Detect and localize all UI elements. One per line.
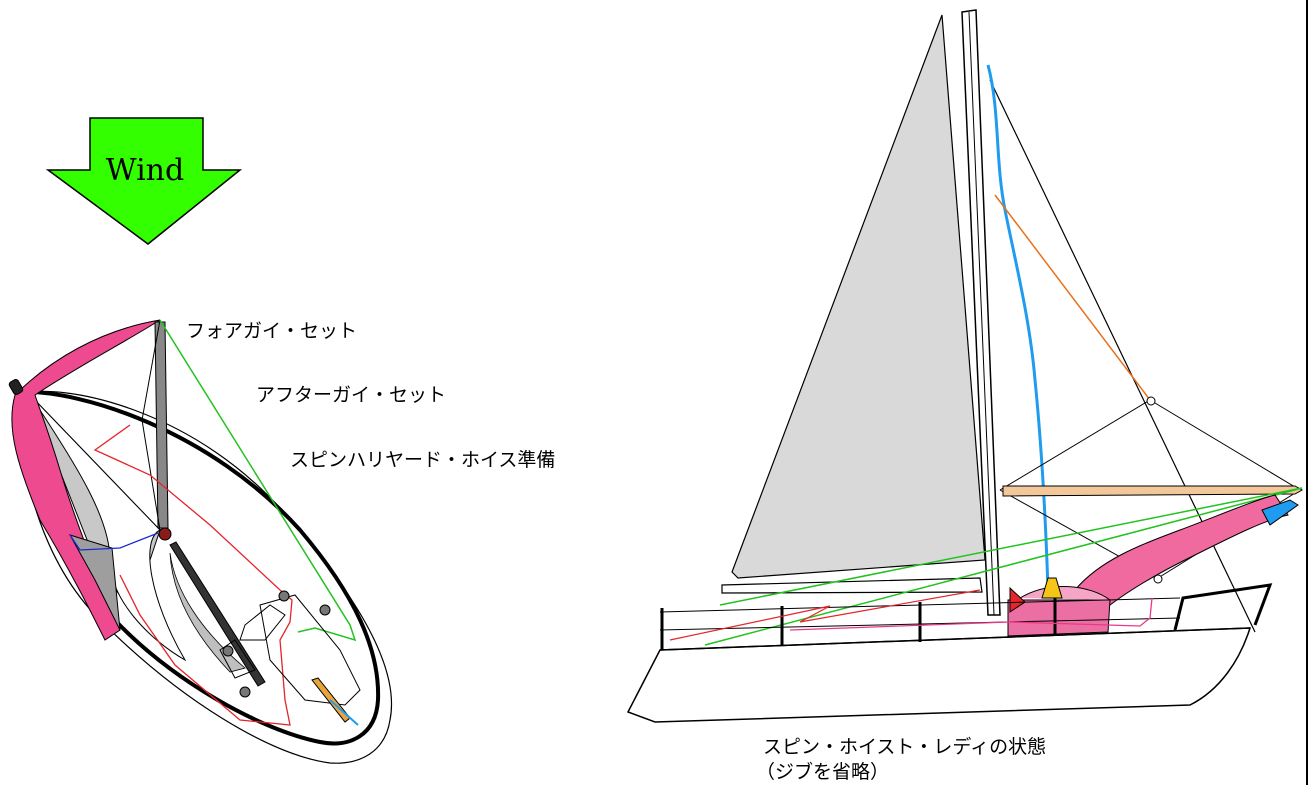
mainsail-side <box>731 14 986 579</box>
caption-line2: （ジブを省略） <box>756 760 889 783</box>
halyard-line-top <box>69 532 159 551</box>
red-marker-icon <box>1009 586 1026 613</box>
topping-lift <box>994 194 1151 401</box>
spinnaker-pole <box>1002 485 1304 497</box>
winch-icon <box>222 645 234 657</box>
winch-icon <box>278 590 290 602</box>
forestay <box>989 79 1256 633</box>
boom-side <box>721 577 983 594</box>
sheet-line <box>93 424 293 726</box>
wind-label: Wind <box>106 153 184 188</box>
jib-top <box>29 394 187 662</box>
halyard-side <box>986 64 1050 591</box>
bow-fitting <box>8 379 24 395</box>
wind-arrow-shape <box>45 117 243 245</box>
sail-bag <box>1007 599 1111 637</box>
spinnaker-shadow <box>68 534 121 631</box>
spinnaker-side <box>1074 494 1289 606</box>
wind-arrow: Wind <box>45 117 243 245</box>
winch-icon <box>319 604 331 616</box>
guy-pink-side <box>789 597 1153 631</box>
bow-pulpit <box>1173 583 1273 631</box>
mast-top <box>158 527 172 541</box>
winch-icon <box>239 686 251 698</box>
spinnaker-clew <box>1261 499 1299 526</box>
halyard-label: スピンハリヤード・ホイス準備 <box>290 449 555 471</box>
foreguy-line <box>141 319 161 421</box>
sheet-side <box>669 589 981 641</box>
afterguy-label: アフターガイ・セット <box>256 384 446 406</box>
side-view-boat <box>626 9 1304 723</box>
foreguy-label: フォアガイ・セット <box>186 320 357 342</box>
top-view-boat <box>8 319 393 764</box>
guy-side <box>704 487 1303 646</box>
hull-side <box>626 627 1252 723</box>
afterguy-line <box>159 319 357 642</box>
pole-fitting-icon <box>1153 574 1163 584</box>
pole-fitting-icon <box>1146 396 1156 406</box>
cockpit <box>259 594 361 706</box>
caption-line1: スピン・ホイスト・レディの状態 <box>763 736 1046 758</box>
yellow-marker-icon <box>1041 577 1063 599</box>
